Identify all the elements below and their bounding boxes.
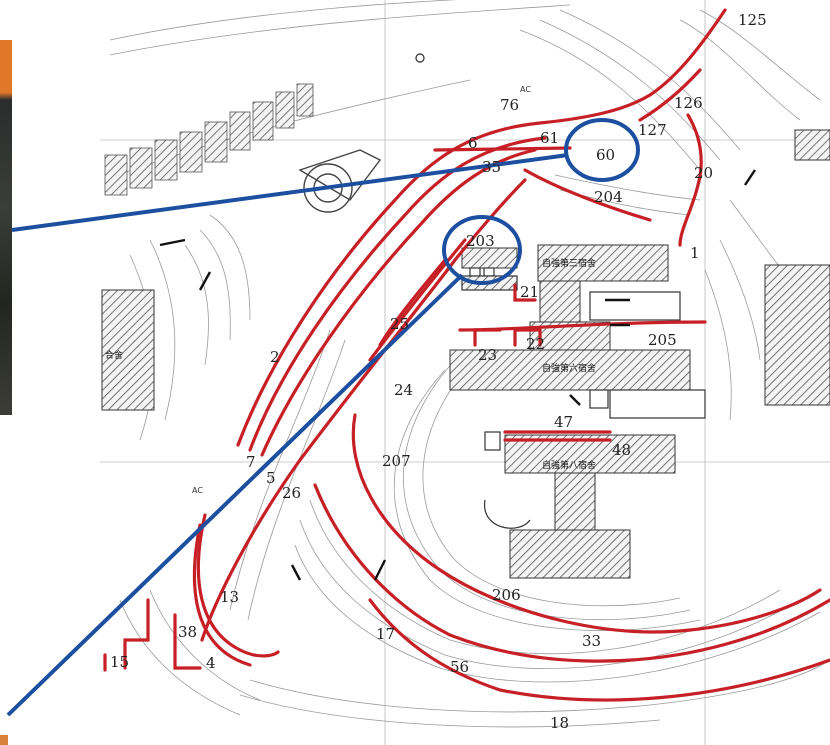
photo-strip-left: [0, 40, 12, 415]
route-segment-labels: 125 126 127 76 61 60 6 35 20 204 203 1 2…: [110, 11, 767, 732]
segment-label: 24: [394, 381, 413, 399]
segment-label: 125: [738, 11, 767, 29]
mark-ac-2: AC: [192, 486, 203, 495]
segment-label: 38: [178, 623, 197, 641]
segment-label: 76: [500, 96, 519, 114]
segment-label: 206: [492, 586, 521, 604]
segment-label: 22: [526, 335, 545, 353]
segment-label: 21: [520, 283, 539, 301]
segment-label: 56: [450, 658, 469, 676]
building-outlines: [461, 267, 706, 529]
label-dorm-6: 自強第六宿舍: [542, 362, 596, 374]
segment-label: 4: [206, 654, 216, 672]
callout-markers: [6, 118, 640, 717]
segment-label: 204: [594, 188, 623, 206]
photo-strip-bottom: [0, 735, 8, 745]
label-dorm-3: 自強第三宿舍: [542, 257, 596, 269]
segment-label: 18: [550, 714, 569, 732]
parking-blocks: [104, 83, 314, 196]
segment-label: 6: [468, 134, 478, 152]
label-dorm-8: 自強第八宿舍: [542, 459, 596, 471]
segment-label: 1: [690, 244, 700, 262]
segment-label: 7: [246, 453, 256, 471]
segment-label: 127: [638, 121, 667, 139]
segment-label: 20: [694, 164, 713, 182]
segment-label: 25: [390, 315, 409, 333]
segment-label: 17: [376, 625, 395, 643]
segment-label: 47: [554, 413, 573, 431]
segment-label: 207: [382, 452, 411, 470]
segment-label: 13: [220, 588, 239, 606]
segment-label: 15: [110, 653, 129, 671]
segment-label: 203: [466, 232, 495, 250]
segment-label: 35: [482, 158, 501, 176]
segment-label: 61: [540, 129, 559, 147]
segment-label: 33: [582, 632, 601, 650]
label-west-building: 合舍: [105, 349, 123, 361]
segment-label: 126: [674, 94, 703, 112]
mark-ac-1: AC: [520, 85, 531, 94]
segment-label: 60: [596, 146, 615, 164]
segment-label: 205: [648, 331, 677, 349]
segment-label: 26: [282, 484, 301, 502]
segment-label: 5: [266, 469, 276, 487]
segment-label: 48: [612, 441, 631, 459]
building-footprints: [101, 129, 830, 579]
segment-label: 2: [270, 348, 280, 366]
segment-label: 23: [478, 346, 497, 364]
route-network: [103, 8, 830, 702]
direction-arrows: [159, 169, 756, 581]
